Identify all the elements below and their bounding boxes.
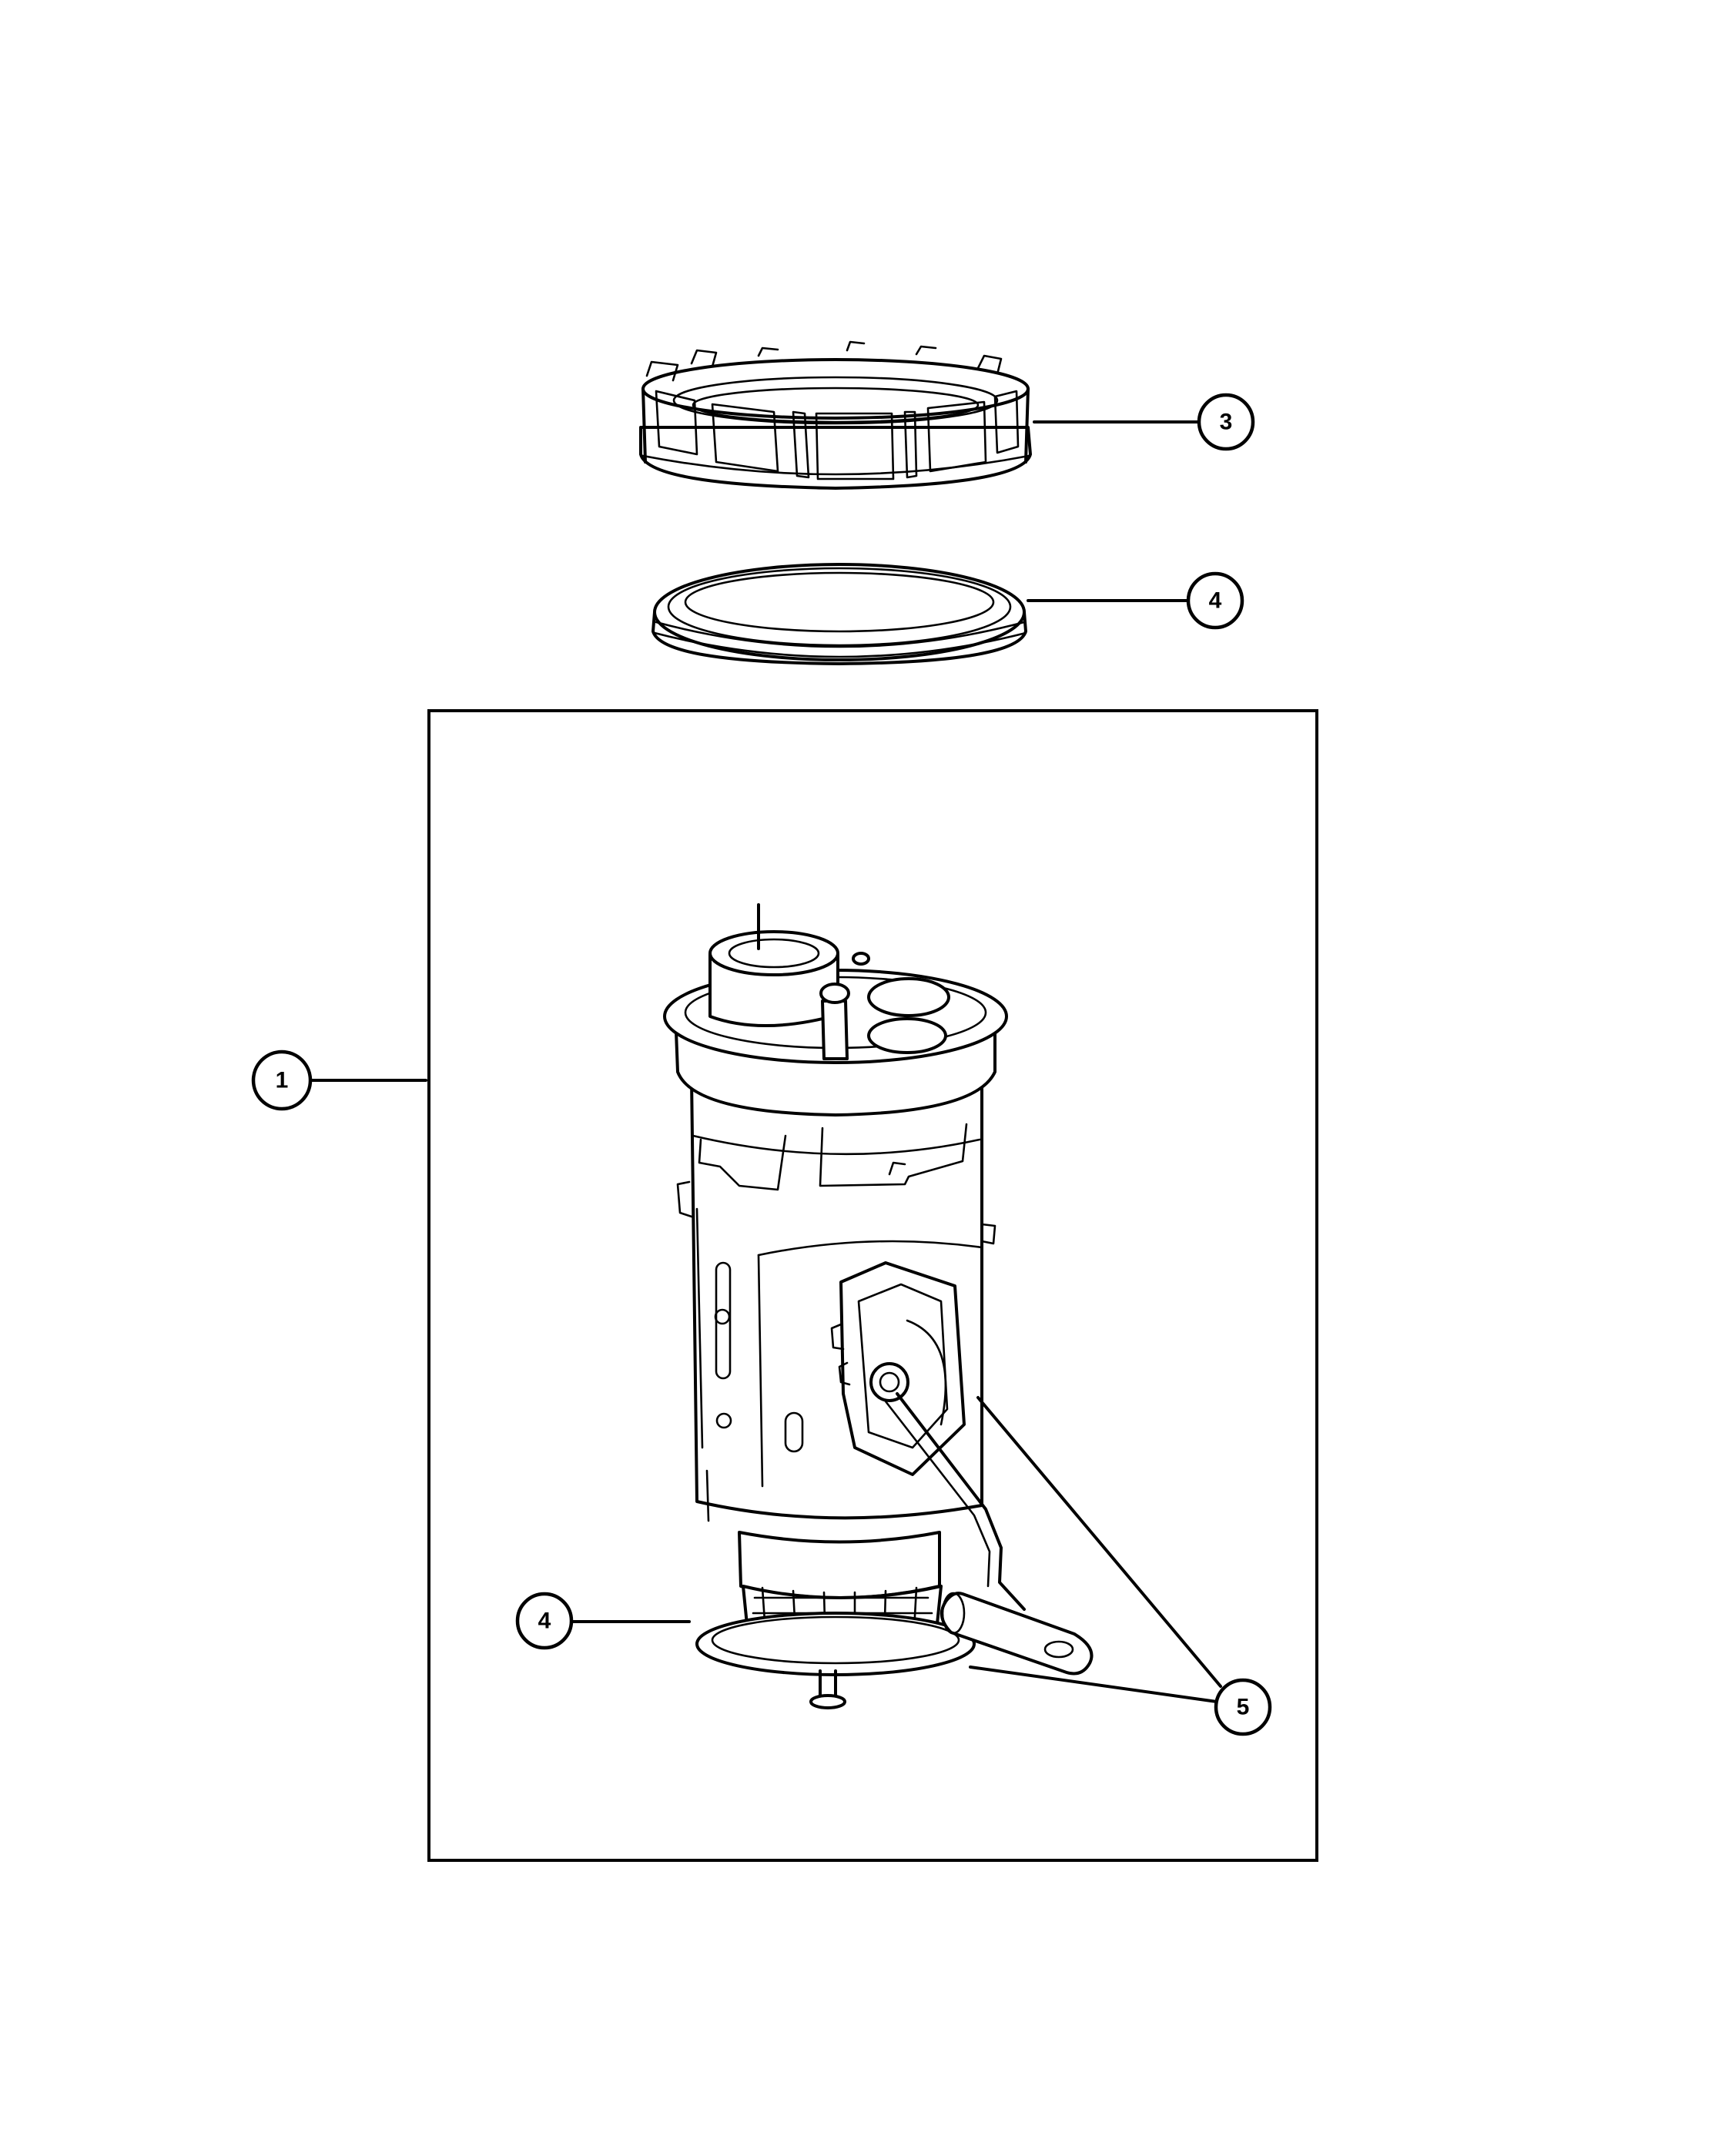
callout-4-bottom: 4 (515, 1592, 574, 1650)
assembly-frame (427, 709, 1318, 1862)
upper-seal (651, 563, 1027, 665)
callout-1: 1 (251, 1050, 313, 1111)
callout-4-bottom-label: 4 (538, 1609, 551, 1634)
fuel-pump-module (663, 903, 1094, 1709)
callout-4-top-label: 4 (1209, 588, 1222, 614)
leader-lines (310, 420, 1222, 1703)
callout-1-label: 1 (276, 1068, 289, 1093)
callout-3: 3 (1197, 393, 1255, 451)
lock-ring (639, 340, 1032, 490)
callout-3-label: 3 (1220, 410, 1233, 435)
callout-4-top: 4 (1186, 571, 1244, 630)
callout-5: 5 (1214, 1678, 1272, 1736)
callout-5-label: 5 (1237, 1695, 1250, 1720)
